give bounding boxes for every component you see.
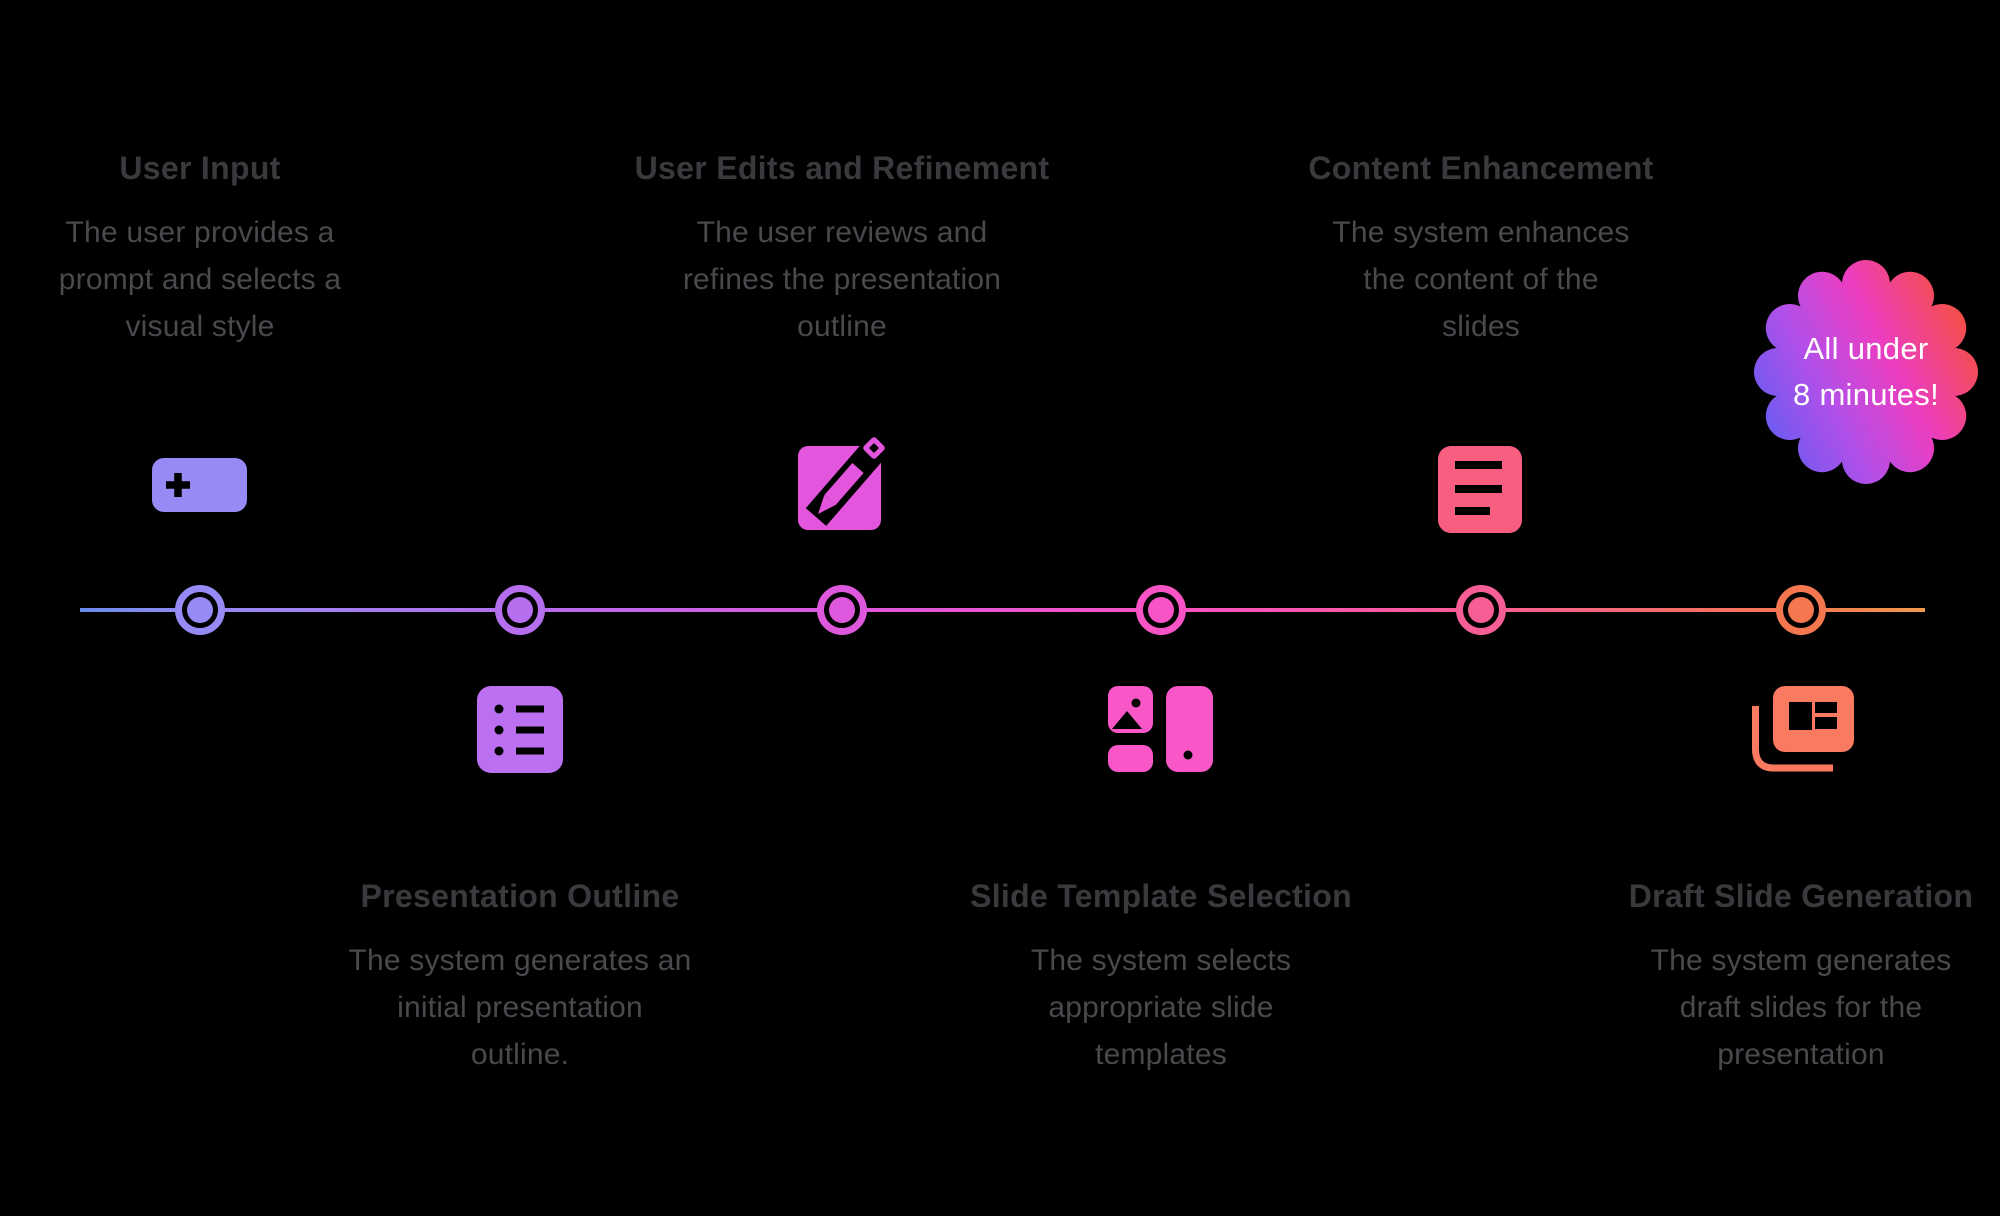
step-description: The user reviews and refines the present… — [682, 216, 1002, 343]
text-document-icon — [1438, 446, 1522, 533]
timeline-node — [1136, 585, 1186, 635]
step-description: The system enhances the content of the s… — [1332, 216, 1630, 343]
layout-templates-icon — [1108, 686, 1213, 772]
step-description: The system generates an initial presenta… — [348, 944, 692, 1071]
step-title: User Edits and Refinement — [634, 150, 1050, 186]
timeline-node — [1456, 585, 1506, 635]
edit-pencil-icon — [798, 434, 888, 530]
step-title: Draft Slide Generation — [1628, 878, 1974, 914]
timeline-node — [817, 585, 867, 635]
step-title: Slide Template Selection — [970, 878, 1352, 914]
step-description: The system generates draft slides for th… — [1650, 944, 1952, 1071]
step-title: User Input — [119, 150, 281, 186]
step-description: The user provides a prompt and selects a… — [58, 216, 342, 343]
timeline-node — [175, 585, 225, 635]
slides-stack-icon — [1752, 686, 1854, 772]
timeline-node — [1776, 585, 1826, 635]
step-title: Content Enhancement — [1308, 150, 1654, 186]
step-title: Presentation Outline — [360, 878, 680, 914]
plus-input-icon — [152, 458, 247, 512]
timeline-node — [495, 585, 545, 635]
step-description: The system selects appropriate slide tem… — [1030, 944, 1292, 1071]
badge-text: All under 8 minutes! — [1792, 331, 1939, 412]
timeline-line — [80, 608, 1925, 612]
bulleted-list-icon — [477, 686, 563, 773]
time-badge — [1754, 260, 1978, 484]
scalloped-seal-shape — [1754, 260, 1978, 484]
